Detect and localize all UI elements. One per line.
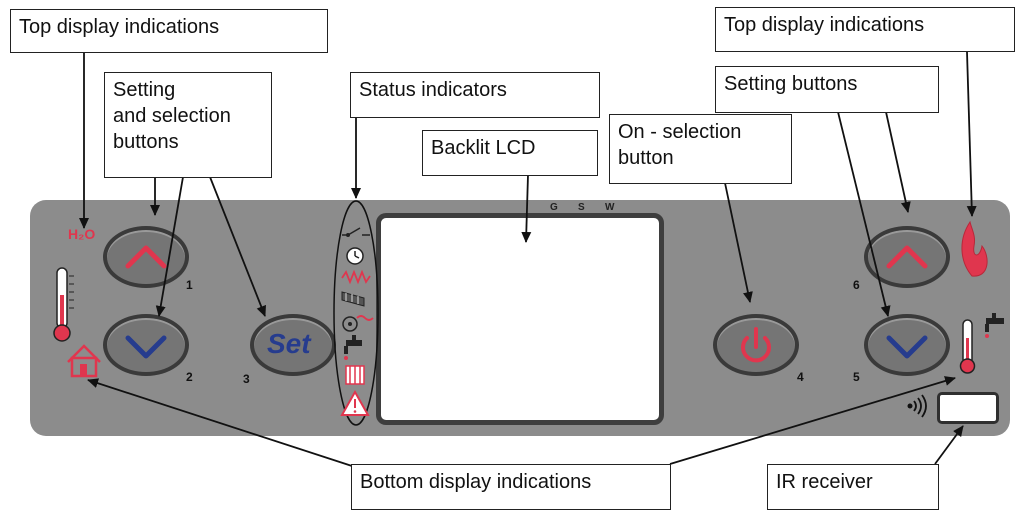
- power-button[interactable]: [713, 314, 799, 376]
- heating-element-icon: [341, 269, 371, 285]
- ir-receiver-window: [937, 392, 999, 424]
- callout-backlit-lcd: Backlit LCD: [422, 130, 598, 176]
- callout-text: Top display indications: [19, 16, 220, 38]
- down-button-2[interactable]: [103, 314, 189, 376]
- button-number-5: 5: [853, 370, 860, 384]
- thermometer-tap-icon: [959, 313, 1004, 374]
- button-number-6: 6: [853, 278, 860, 292]
- lcd-column-w: W: [605, 202, 615, 213]
- pellet-auger-icon: [341, 291, 365, 307]
- callout-on-selection: On - selection button: [609, 114, 792, 184]
- fan-icon: [342, 315, 374, 332]
- callout-text: Top display indications: [724, 14, 925, 36]
- down-arrow-icon: [886, 335, 928, 359]
- callout-arrows: [79, 51, 977, 467]
- up-arrow-icon: [886, 245, 928, 269]
- switch-icon: [342, 227, 370, 237]
- callout-top-display-left: Top display indications: [10, 9, 328, 53]
- callout-setting-buttons: Setting buttons: [715, 66, 939, 113]
- callout-text: IR receiver: [776, 471, 873, 493]
- button-number-4: 4: [797, 370, 804, 384]
- callout-status-indicators: Status indicators: [350, 72, 600, 118]
- up-button-1[interactable]: [103, 226, 189, 288]
- ir-waves-icon: [907, 394, 927, 418]
- lcd-column-s: S: [578, 202, 585, 213]
- callout-text-line: button: [618, 147, 674, 169]
- callout-text: Bottom display indications: [360, 471, 592, 493]
- down-arrow-icon: [125, 335, 167, 359]
- callout-text: Status indicators: [359, 79, 507, 101]
- callout-text: Backlit LCD: [431, 137, 536, 159]
- h2o-label: H₂O: [68, 226, 96, 242]
- callout-setting-selection: Setting and selection buttons: [104, 72, 272, 178]
- button-number-1: 1: [186, 278, 193, 292]
- thermometer-icon: [53, 267, 74, 342]
- set-button-label: Set: [267, 328, 311, 359]
- lcd-column-g: G: [550, 202, 558, 213]
- button-number-3: 3: [243, 372, 250, 386]
- callout-text-line: and selection: [113, 105, 231, 127]
- callout-ir-receiver: IR receiver: [767, 464, 939, 510]
- set-button[interactable]: [250, 314, 336, 376]
- alarm-icon: [340, 389, 370, 416]
- tap-icon: [344, 335, 362, 360]
- callout-bottom-display: Bottom display indications: [351, 464, 671, 510]
- callout-text: Setting buttons: [724, 73, 858, 95]
- down-button-5[interactable]: [864, 314, 950, 376]
- button-number-2: 2: [186, 370, 193, 384]
- up-arrow-icon: [125, 245, 167, 269]
- radiator-icon: [345, 365, 365, 385]
- house-icon: [67, 344, 101, 378]
- callout-text-line: buttons: [113, 131, 179, 153]
- callout-text-line: On - selection: [618, 121, 742, 143]
- power-icon: [741, 327, 771, 363]
- callout-text-line: Setting: [113, 79, 176, 101]
- clock-icon: [346, 247, 364, 265]
- callout-top-display-right: Top display indications: [715, 7, 1015, 52]
- flame-icon: [961, 220, 988, 277]
- backlit-lcd: [376, 213, 664, 425]
- status-indicators-group: [333, 200, 379, 426]
